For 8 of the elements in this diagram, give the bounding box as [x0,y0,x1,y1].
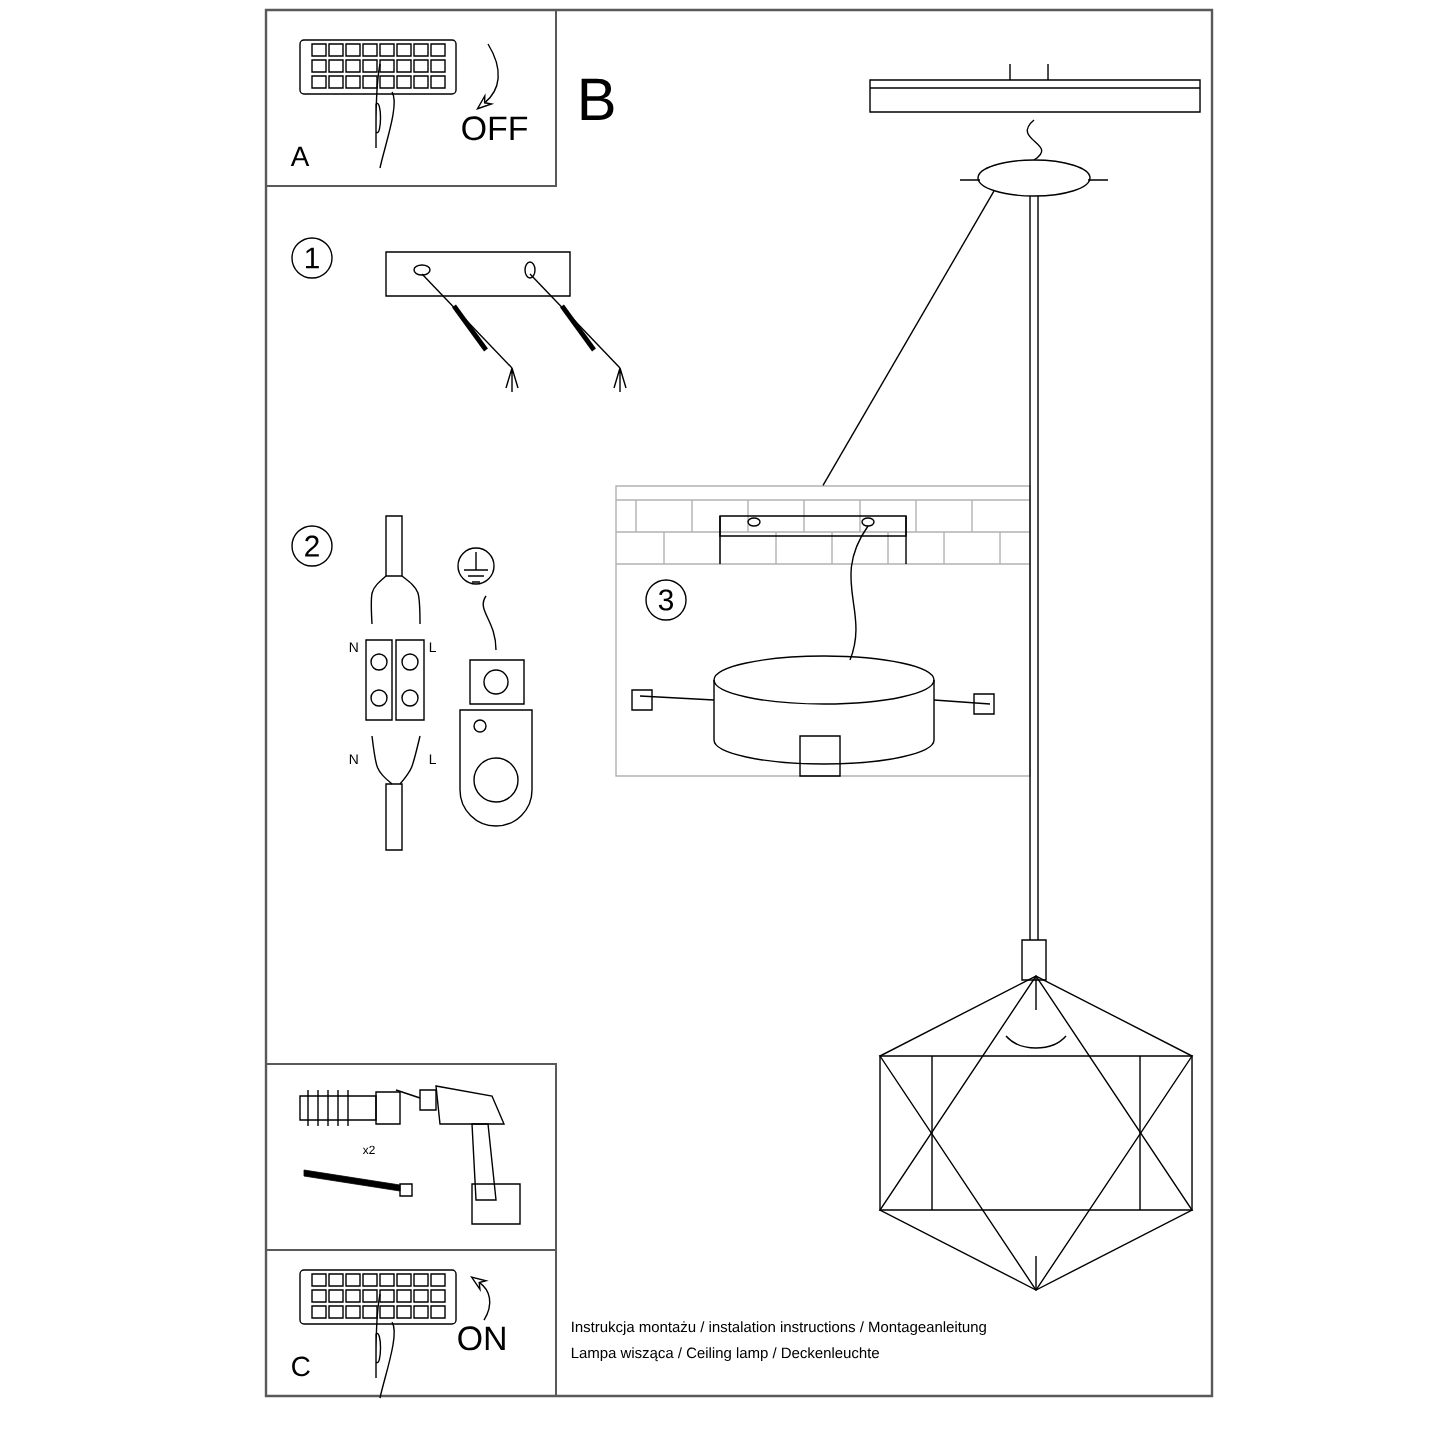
leader-line [822,190,995,486]
step-panel: C ON [265,1249,557,1397]
detail-inset [615,485,1031,777]
step-number: 2 [291,525,333,567]
step-number: 3 [645,579,687,621]
step-number: 1 [291,237,333,279]
step-panel: A OFF [265,9,557,187]
ceiling-canopy [977,159,1091,197]
